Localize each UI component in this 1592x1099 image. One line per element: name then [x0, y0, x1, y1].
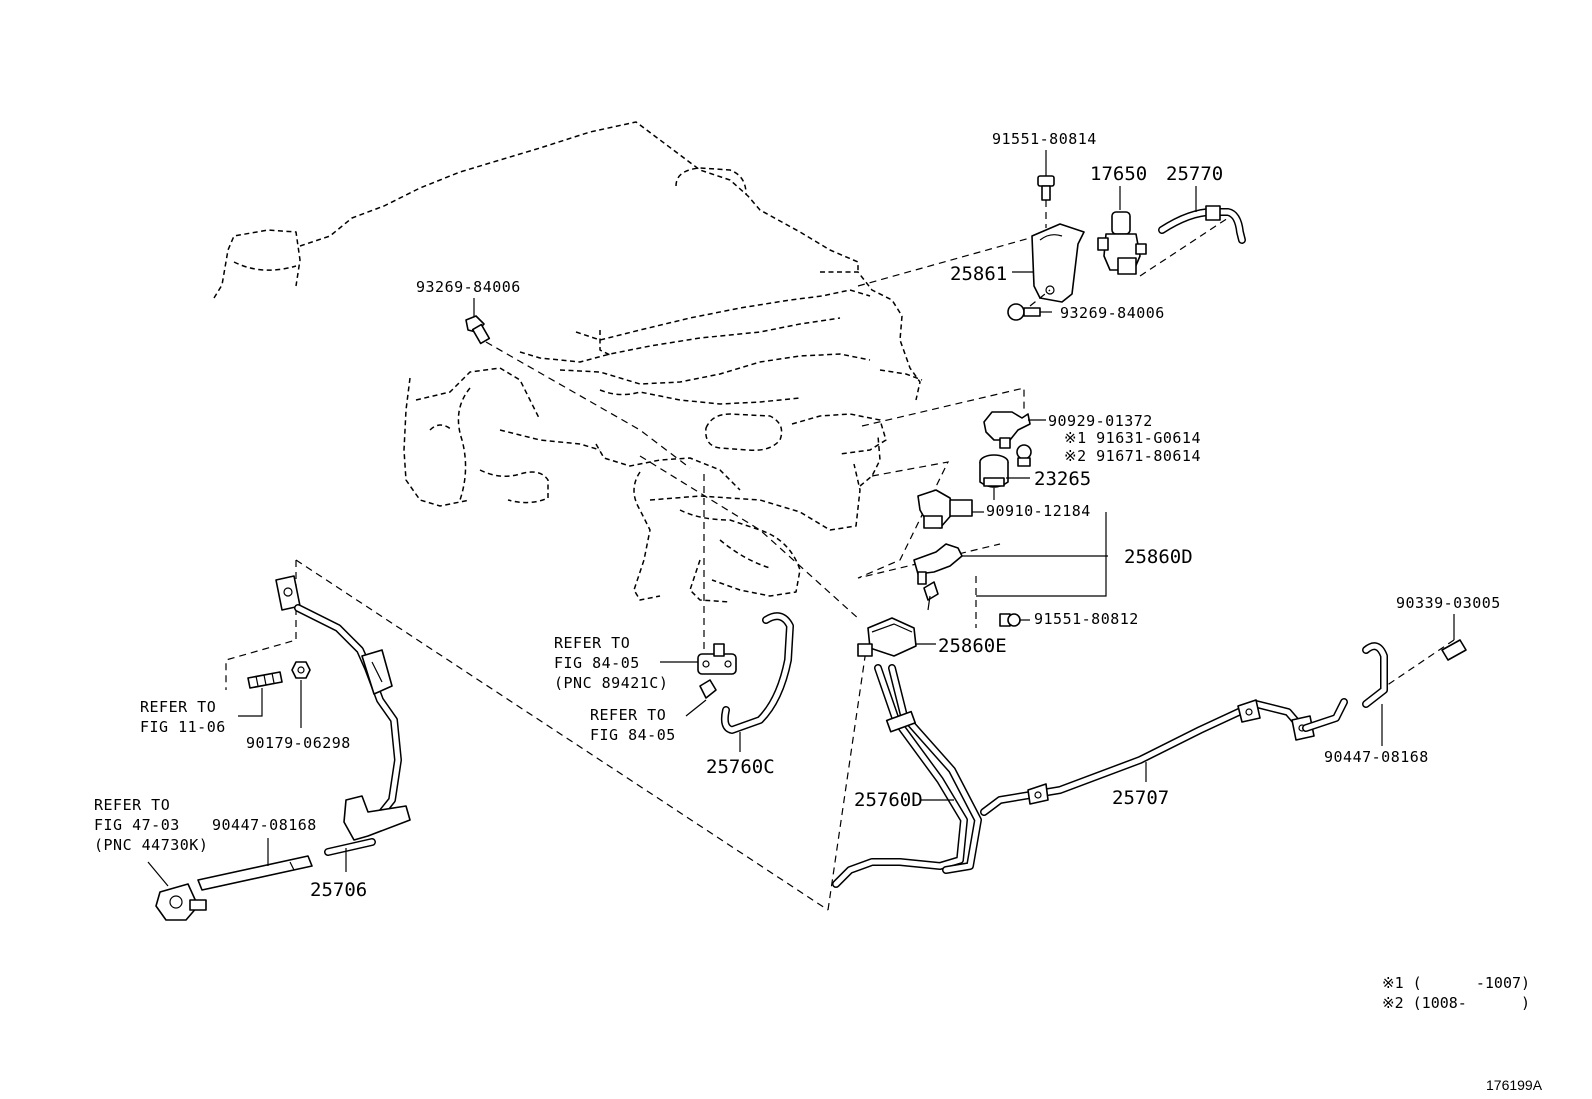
label-90179-06298: 90179-06298 — [246, 734, 351, 752]
label-91671-80614: ※2 91671-80614 — [1064, 447, 1201, 465]
label-25760d: 25760D — [854, 789, 923, 811]
pipe-25707 — [980, 698, 1348, 816]
hose-25760c — [720, 612, 794, 752]
bolt-91551-80814 — [1037, 150, 1055, 228]
engine-outline — [213, 121, 923, 603]
ref-fig84-05-pnc-line1: REFER TO — [554, 634, 630, 652]
plug-90339-03005 — [1441, 614, 1467, 661]
figure-id: 176199A — [1486, 1077, 1543, 1093]
label-25860e: 25860E — [938, 635, 1007, 657]
stud-and-nut — [238, 661, 311, 728]
label-25707: 25707 — [1112, 787, 1169, 809]
label-25760c: 25760C — [706, 756, 775, 778]
label-25860d: 25860D — [1124, 546, 1193, 568]
label-25770: 25770 — [1166, 163, 1223, 185]
vsv-90910-12184 — [917, 489, 984, 529]
label-90447-08168-right: 90447-08168 — [1324, 748, 1429, 766]
ref-fig11-06-line1: REFER TO — [140, 698, 216, 716]
label-90929-01372: 90929-01372 — [1048, 412, 1153, 430]
valve-23265 — [979, 454, 1030, 500]
ref-fig84-05-pnc-line3: (PNC 89421C) — [554, 674, 668, 692]
note-2: ※2 (1008- ) — [1382, 994, 1530, 1012]
bolt-93269-84006-left — [465, 298, 491, 345]
sensor-89421c — [660, 643, 737, 717]
label-93269-84006-left: 93269-84006 — [416, 278, 521, 296]
label-23265: 23265 — [1034, 468, 1091, 490]
ref-fig84-05-line1: REFER TO — [590, 706, 666, 724]
ref-fig84-05-line2: FIG 84-05 — [590, 726, 676, 744]
dashed-leaders — [225, 217, 1455, 911]
label-25861: 25861 — [950, 263, 1007, 285]
label-90910-12184: 90910-12184 — [986, 502, 1091, 520]
label-17650: 17650 — [1090, 163, 1147, 185]
label-91631-g0614: ※1 91631-G0614 — [1064, 429, 1201, 447]
reference-labels: REFER TO FIG 84-05 (PNC 89421C) REFER TO… — [94, 634, 676, 854]
ref-fig11-06-line2: FIG 11-06 — [140, 718, 226, 736]
hose-90447-08168-right — [1362, 642, 1388, 746]
hose-25770 — [1158, 186, 1246, 244]
note-1: ※1 ( -1007) — [1382, 974, 1530, 992]
label-93269-84006-right: 93269-84006 — [1060, 304, 1165, 322]
footnotes: ※1 ( -1007) ※2 (1008- ) 176199A — [1382, 974, 1543, 1093]
bracket-25860d — [913, 512, 1108, 611]
vsv-17650 — [1097, 186, 1147, 275]
hose-90447-08168-left — [197, 838, 313, 891]
label-90339-03005: 90339-03005 — [1396, 594, 1501, 612]
label-91551-80812: 91551-80812 — [1034, 610, 1139, 628]
vsv-25860e — [857, 617, 936, 657]
fitting-44730k — [147, 861, 207, 921]
ref-fig84-05-pnc-line2: FIG 84-05 — [554, 654, 640, 672]
label-25706: 25706 — [310, 879, 367, 901]
label-90447-08168-left: 90447-08168 — [212, 816, 317, 834]
bracket-25861 — [1012, 223, 1085, 303]
ref-fig47-03-line3: (PNC 44730K) — [94, 836, 208, 854]
bolt-91551-80812 — [999, 613, 1030, 627]
bolt-93269-84006-right — [1007, 289, 1052, 321]
bolt-91631-91671 — [1016, 444, 1032, 467]
ref-fig47-03-line2: FIG 47-03 — [94, 816, 180, 834]
ref-fig47-03-line1: REFER TO — [94, 796, 170, 814]
hose-25760d — [832, 664, 982, 888]
label-91551-80814: 91551-80814 — [992, 130, 1097, 148]
clamp-90929-01372 — [983, 411, 1046, 449]
part-labels: 91551-80814 17650 25770 25861 93269-8400… — [212, 130, 1501, 901]
pipe-25706 — [275, 575, 411, 872]
